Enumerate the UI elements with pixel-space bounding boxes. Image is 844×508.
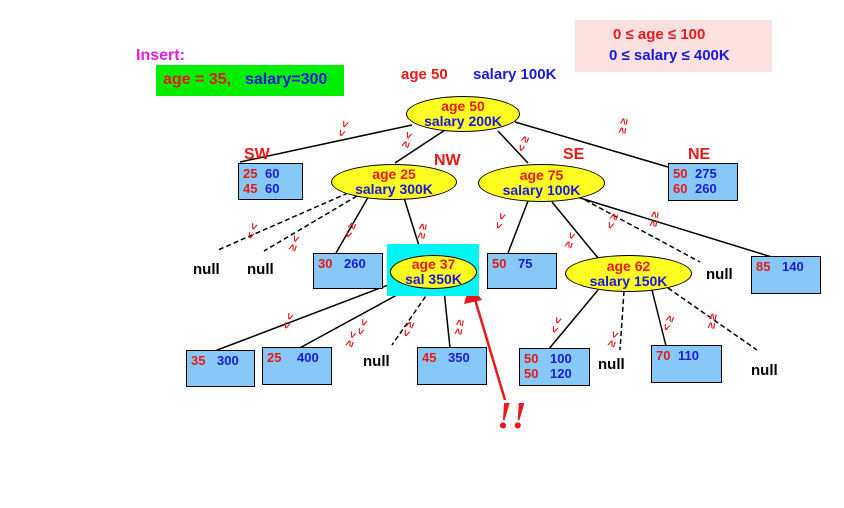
edge-37-se-null <box>391 289 431 346</box>
quadrant-se-label: SE <box>563 146 585 163</box>
leaf-value: 60 <box>265 166 280 181</box>
quadrant-nw-label: NW <box>434 152 461 169</box>
node-62: age 62 salary 150K <box>565 255 692 292</box>
node-nw-age: age 25 <box>372 166 416 182</box>
quadrant-ne-label: NE <box>688 146 711 163</box>
leaf-value: 45 <box>243 181 258 196</box>
node-37-age: age 37 <box>411 256 456 272</box>
quadrant-sw-label: SW <box>244 146 270 163</box>
node-se-age: age 75 <box>519 167 564 183</box>
leaf-30: 30 260 <box>313 253 383 289</box>
root-salary-header: salary 100K <box>473 66 557 83</box>
leaf-25-400: 25 400 <box>262 347 332 385</box>
leaf-value: 50 <box>524 366 539 381</box>
insert-title: Insert: <box>136 47 185 64</box>
edge-37-sw <box>211 278 405 353</box>
leaf-70: 70 110 <box>651 345 722 383</box>
leaf-value: 120 <box>550 366 572 381</box>
leaf-value: 25 <box>267 350 282 365</box>
leaf-value: 140 <box>782 259 804 274</box>
leaf-value: 50 <box>492 256 507 271</box>
leaf-35: 35 300 <box>186 350 255 387</box>
age-range: 0 ≤ age ≤ 100 <box>613 26 706 43</box>
leaf-value: 50 <box>524 351 539 366</box>
node-se-salary: salary 100K <box>502 182 581 198</box>
warning-annotation: !! <box>497 395 527 437</box>
null-label: null <box>363 353 390 370</box>
node-root-salary: salary 200K <box>424 113 502 129</box>
edge-se-sw <box>507 200 529 254</box>
leaf-value: 30 <box>318 256 333 271</box>
edge-nw-se <box>335 193 371 254</box>
leaf-value: 400 <box>297 350 319 365</box>
node-62-salary: salary 150K <box>589 272 668 289</box>
edge-62-sw <box>547 289 599 351</box>
edge-root-nw <box>394 129 446 164</box>
insert-record-box: age = 35, salary=300 <box>156 65 344 96</box>
comparator-label: ≥ ≥ <box>705 312 720 330</box>
edge-nw-sw-null <box>217 192 349 251</box>
null-label: null <box>193 261 220 278</box>
node-root: age 50 salary 200K <box>406 96 520 132</box>
edge-root-ne <box>514 121 669 168</box>
edge-62-nw-null <box>619 290 625 351</box>
edge-nw-ne <box>403 197 422 253</box>
comparator-label: ≥ ≥ <box>647 210 662 228</box>
root-age-header: age 50 <box>401 66 448 83</box>
null-label: null <box>751 362 778 379</box>
insert-salary: salary=300 <box>245 71 328 88</box>
node-nw-salary: salary 300K <box>355 181 433 197</box>
leaf-50-100: 50 100 50 120 <box>519 348 590 386</box>
node-se: age 75 salary 100K <box>478 164 605 202</box>
leaf-ne: 50 275 60 260 <box>668 163 738 201</box>
edge-se-nw <box>551 201 599 259</box>
insert-age: age = 35, <box>163 71 232 88</box>
comparator-label: ≥ ≥ <box>415 222 430 240</box>
leaf-value: 70 <box>656 348 671 363</box>
edge-se-ne <box>576 196 776 259</box>
leaf-value: 35 <box>191 353 206 368</box>
leaf-value: 110 <box>678 348 699 363</box>
null-label: null <box>706 266 733 283</box>
leaf-value: 350 <box>448 350 470 365</box>
comparator-label: ≥ ≥ <box>452 318 467 336</box>
leaf-value: 85 <box>756 259 771 274</box>
node-nw: age 25 salary 300K <box>331 164 457 200</box>
leaf-45: 45 350 <box>417 347 487 385</box>
leaf-value: 100 <box>550 351 572 366</box>
leaf-value: 60 <box>265 181 280 196</box>
node-62-age: age 62 <box>606 257 651 274</box>
leaf-value: 275 <box>695 166 717 181</box>
node-root-age: age 50 <box>441 98 485 114</box>
null-label: null <box>247 261 274 278</box>
salary-range: 0 ≤ salary ≤ 400K <box>609 47 730 64</box>
leaf-value: 60 <box>673 181 688 196</box>
edge-root-se <box>497 130 529 164</box>
node-37: age 37 sal 350K <box>390 255 477 289</box>
edge-37-ne <box>443 289 451 349</box>
edge-62-se-null <box>667 287 758 351</box>
leaf-value: 50 <box>673 166 688 181</box>
edge-nw-nw-null <box>263 195 358 252</box>
node-37-salary: sal 350K <box>405 271 462 287</box>
leaf-value: 260 <box>344 256 366 271</box>
leaf-sw: 25 60 45 60 <box>238 163 303 200</box>
edge-62-ne <box>651 289 667 347</box>
leaf-value: 25 <box>243 166 258 181</box>
leaf-85: 85 140 <box>751 256 821 294</box>
range-box: 0 ≤ age ≤ 100 0 ≤ salary ≤ 400K <box>575 20 772 72</box>
edge-se-ne-null <box>584 199 701 263</box>
leaf-50-75: 50 75 <box>487 253 557 289</box>
leaf-value: 45 <box>422 350 437 365</box>
null-label: null <box>598 356 625 373</box>
leaf-value: 75 <box>518 256 533 271</box>
leaf-value: 300 <box>217 353 239 368</box>
leaf-value: 260 <box>695 181 717 196</box>
edge-root-sw <box>239 124 413 163</box>
